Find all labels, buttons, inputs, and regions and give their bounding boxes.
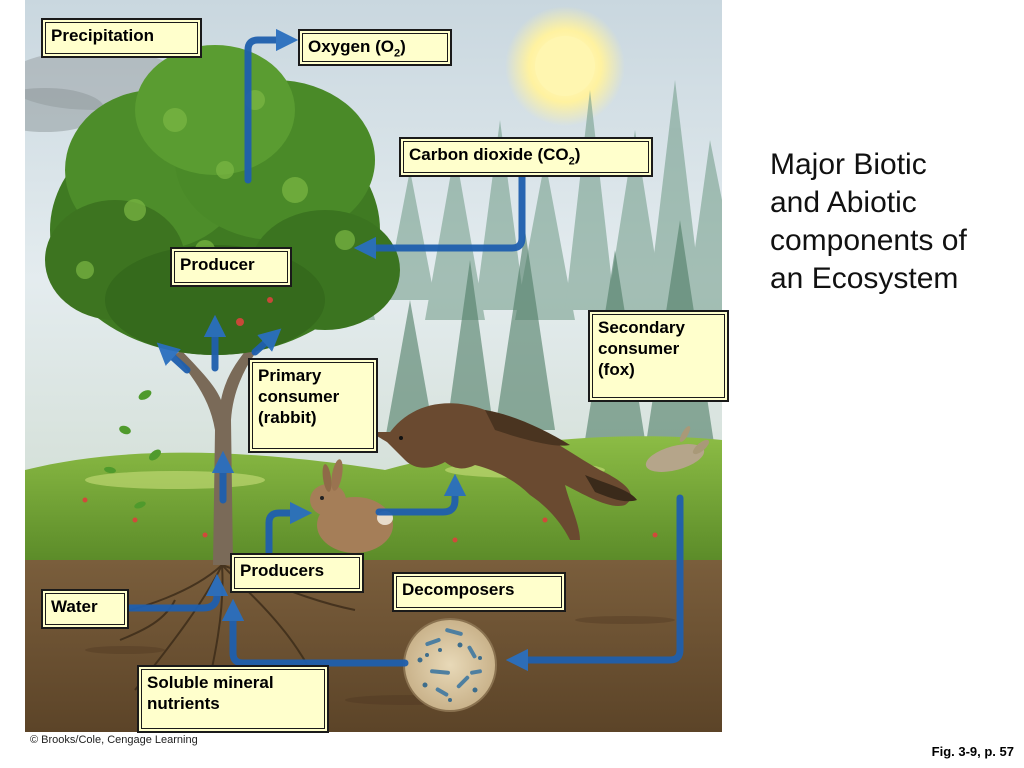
arrow-trunk-to-canopy-right: [251, 328, 282, 356]
label-oxygen: Oxygen (O2): [298, 29, 452, 66]
soil: [25, 560, 722, 732]
slide-title: Major Biotic and Abiotic components of a…: [770, 146, 1015, 298]
dead-rabbit-illustration: [645, 426, 710, 472]
label-producers: Producers: [230, 553, 364, 593]
oxygen-text: Oxygen (O: [308, 37, 394, 56]
nutrients-line-2: nutrients: [147, 694, 220, 713]
primary-consumer-line-2: consumer: [258, 387, 340, 406]
label-water: Water: [41, 589, 129, 629]
arrow-water-to-tree: [126, 573, 229, 612]
primary-consumer-line-3: (rabbit): [258, 408, 317, 427]
tree-trunk: [175, 335, 265, 565]
co2-subscript: 2: [568, 155, 575, 168]
label-decomposers: Decomposers: [392, 572, 566, 612]
secondary-consumer-line-1: Secondary: [598, 318, 685, 337]
falling-leaves: [104, 390, 161, 509]
label-soluble-mineral-nutrients: Soluble mineral nutrients: [137, 665, 329, 733]
copyright-notice: © Brooks/Cole, Cengage Learning: [30, 734, 198, 746]
arrow-rabbit-to-fox: [375, 473, 467, 516]
arrow-co2-to-producer: [353, 171, 526, 260]
arrow-trunk-to-canopy-left: [156, 342, 191, 374]
slide-title-line-1: Major Biotic: [770, 148, 927, 181]
label-primary-consumer: Primary consumer (rabbit): [248, 358, 378, 453]
arrow-producers-to-rabbit: [265, 501, 313, 556]
primary-consumer-line-1: Primary: [258, 366, 322, 385]
secondary-consumer-line-2: consumer: [598, 339, 680, 358]
label-carbon-dioxide: Carbon dioxide (CO2): [399, 137, 653, 177]
arrow-decomposers-to-nutrients: [221, 598, 409, 667]
oxygen-subscript: 2: [393, 47, 401, 60]
nutrient-flow-arrows: [126, 28, 684, 672]
decomposer-microbes-circle: [403, 618, 497, 712]
tree-canopy: [45, 45, 400, 355]
slide-title-line-3: components of: [770, 224, 967, 257]
oxygen-close: ): [400, 37, 406, 56]
arrow-fox-to-decomposers: [505, 494, 684, 672]
slide-title-line-4: an Ecosystem: [770, 262, 959, 295]
slide-title-line-2: and Abiotic: [770, 186, 917, 219]
nutrients-line-1: Soluble mineral: [147, 673, 274, 692]
rabbit-illustration: [310, 459, 393, 553]
co2-text: Carbon dioxide (CO: [409, 145, 569, 164]
secondary-consumer-line-3: (fox): [598, 360, 635, 379]
arrow-tree-to-oxygen: [244, 28, 299, 184]
co2-close: ): [574, 145, 581, 164]
label-precipitation: Precipitation: [41, 18, 202, 58]
fox-illustration: [370, 403, 637, 540]
label-secondary-consumer: Secondary consumer (fox): [588, 310, 729, 402]
figure-reference: Fig. 3-9, p. 57: [931, 744, 1014, 759]
label-producer: Producer: [170, 247, 292, 287]
